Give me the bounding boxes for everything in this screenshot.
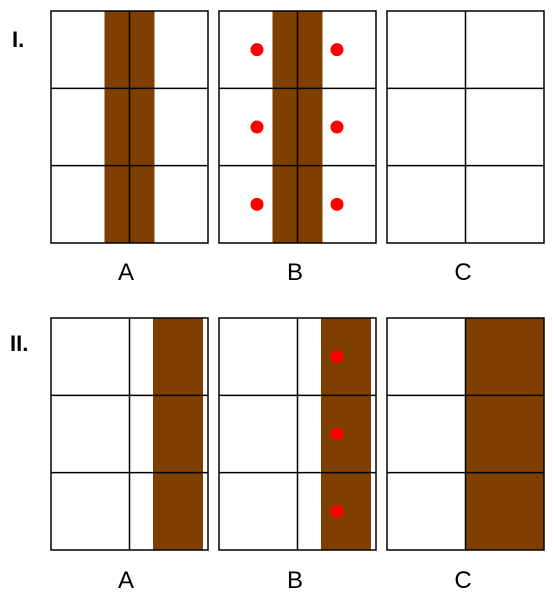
panel-label-1c: C (454, 259, 471, 286)
panel-1b-dot-3 (250, 120, 264, 134)
panel-2c-border (386, 317, 545, 551)
panel-1b-border (218, 10, 377, 244)
panel-2a-band (153, 318, 203, 550)
panel-2b-band (321, 318, 371, 550)
panel-1b-dot-5 (250, 197, 264, 211)
panel-label-2b: B (287, 567, 303, 594)
row-label-1: I. (12, 27, 24, 52)
panel-1b-dot-6 (330, 197, 344, 211)
row-label-2: II. (10, 331, 28, 356)
panel-label-1b: B (287, 259, 303, 286)
panels-group (50, 10, 545, 551)
panel-2b-border (218, 317, 377, 551)
panel-1a-border (50, 10, 209, 244)
panel-2a-border (50, 317, 209, 551)
panel-2b-dot-1 (330, 350, 344, 364)
panel-2b-dot-2 (330, 427, 344, 441)
panel-label-2a: A (118, 567, 134, 594)
panel-2b-dot-3 (330, 504, 344, 518)
panel-1b-dot-2 (330, 43, 344, 57)
panel-1b-dot-1 (250, 43, 264, 57)
panel-1c-border (386, 10, 545, 244)
panel-label-2c: C (454, 567, 471, 594)
panel-2c-band (465, 318, 544, 550)
panel-label-1a: A (118, 259, 134, 286)
panel-1b-dot-4 (330, 120, 344, 134)
